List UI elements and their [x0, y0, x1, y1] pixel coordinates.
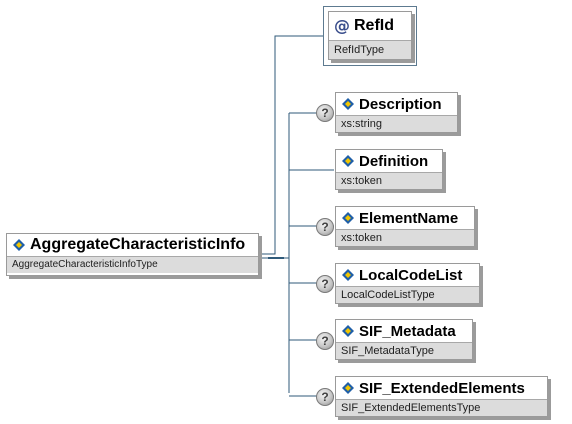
- attribute-type: RefIdType: [329, 40, 411, 59]
- child-element-box[interactable]: ElementName xs:token: [335, 206, 475, 247]
- attribute-icon: @: [334, 16, 350, 35]
- element-icon: [342, 269, 354, 281]
- root-element-type: AggregateCharacteristicInfoType: [7, 256, 258, 273]
- optional-icon: ?: [316, 332, 334, 350]
- child-element-name: SIF_ExtendedElements: [359, 379, 525, 397]
- child-element-box[interactable]: Description xs:string: [335, 92, 458, 133]
- attribute-refid-box[interactable]: @ RefId RefIdType: [323, 6, 417, 66]
- optional-icon: ?: [316, 104, 334, 122]
- child-element-type: SIF_ExtendedElementsType: [336, 399, 547, 416]
- root-element-box[interactable]: AggregateCharacteristicInfo AggregateCha…: [6, 233, 259, 276]
- child-element-type: LocalCodeListType: [336, 286, 479, 303]
- root-element-name: AggregateCharacteristicInfo: [30, 236, 246, 253]
- child-element-type: xs:token: [336, 229, 474, 246]
- child-element-box[interactable]: LocalCodeList LocalCodeListType: [335, 263, 480, 304]
- child-element-name: ElementName: [359, 209, 459, 227]
- element-icon: [342, 212, 354, 224]
- element-icon: [342, 382, 354, 394]
- child-element-box[interactable]: Definition xs:token: [335, 149, 443, 190]
- child-element-type: SIF_MetadataType: [336, 342, 472, 359]
- child-element-name: Definition: [359, 152, 429, 170]
- attribute-name: RefId: [354, 17, 394, 34]
- element-icon: [13, 239, 25, 251]
- optional-icon: ?: [316, 388, 334, 406]
- element-icon: [342, 155, 354, 167]
- element-icon: [342, 325, 354, 337]
- element-icon: [342, 98, 354, 110]
- child-element-type: xs:token: [336, 172, 442, 189]
- child-element-box[interactable]: SIF_Metadata SIF_MetadataType: [335, 319, 473, 360]
- child-element-type: xs:string: [336, 115, 457, 132]
- optional-icon: ?: [316, 275, 334, 293]
- child-element-name: Description: [359, 95, 442, 113]
- child-element-box[interactable]: SIF_ExtendedElements SIF_ExtendedElement…: [335, 376, 548, 417]
- child-element-name: LocalCodeList: [359, 266, 463, 284]
- child-element-name: SIF_Metadata: [359, 322, 456, 340]
- optional-icon: ?: [316, 218, 334, 236]
- sequence-icon: [268, 257, 284, 259]
